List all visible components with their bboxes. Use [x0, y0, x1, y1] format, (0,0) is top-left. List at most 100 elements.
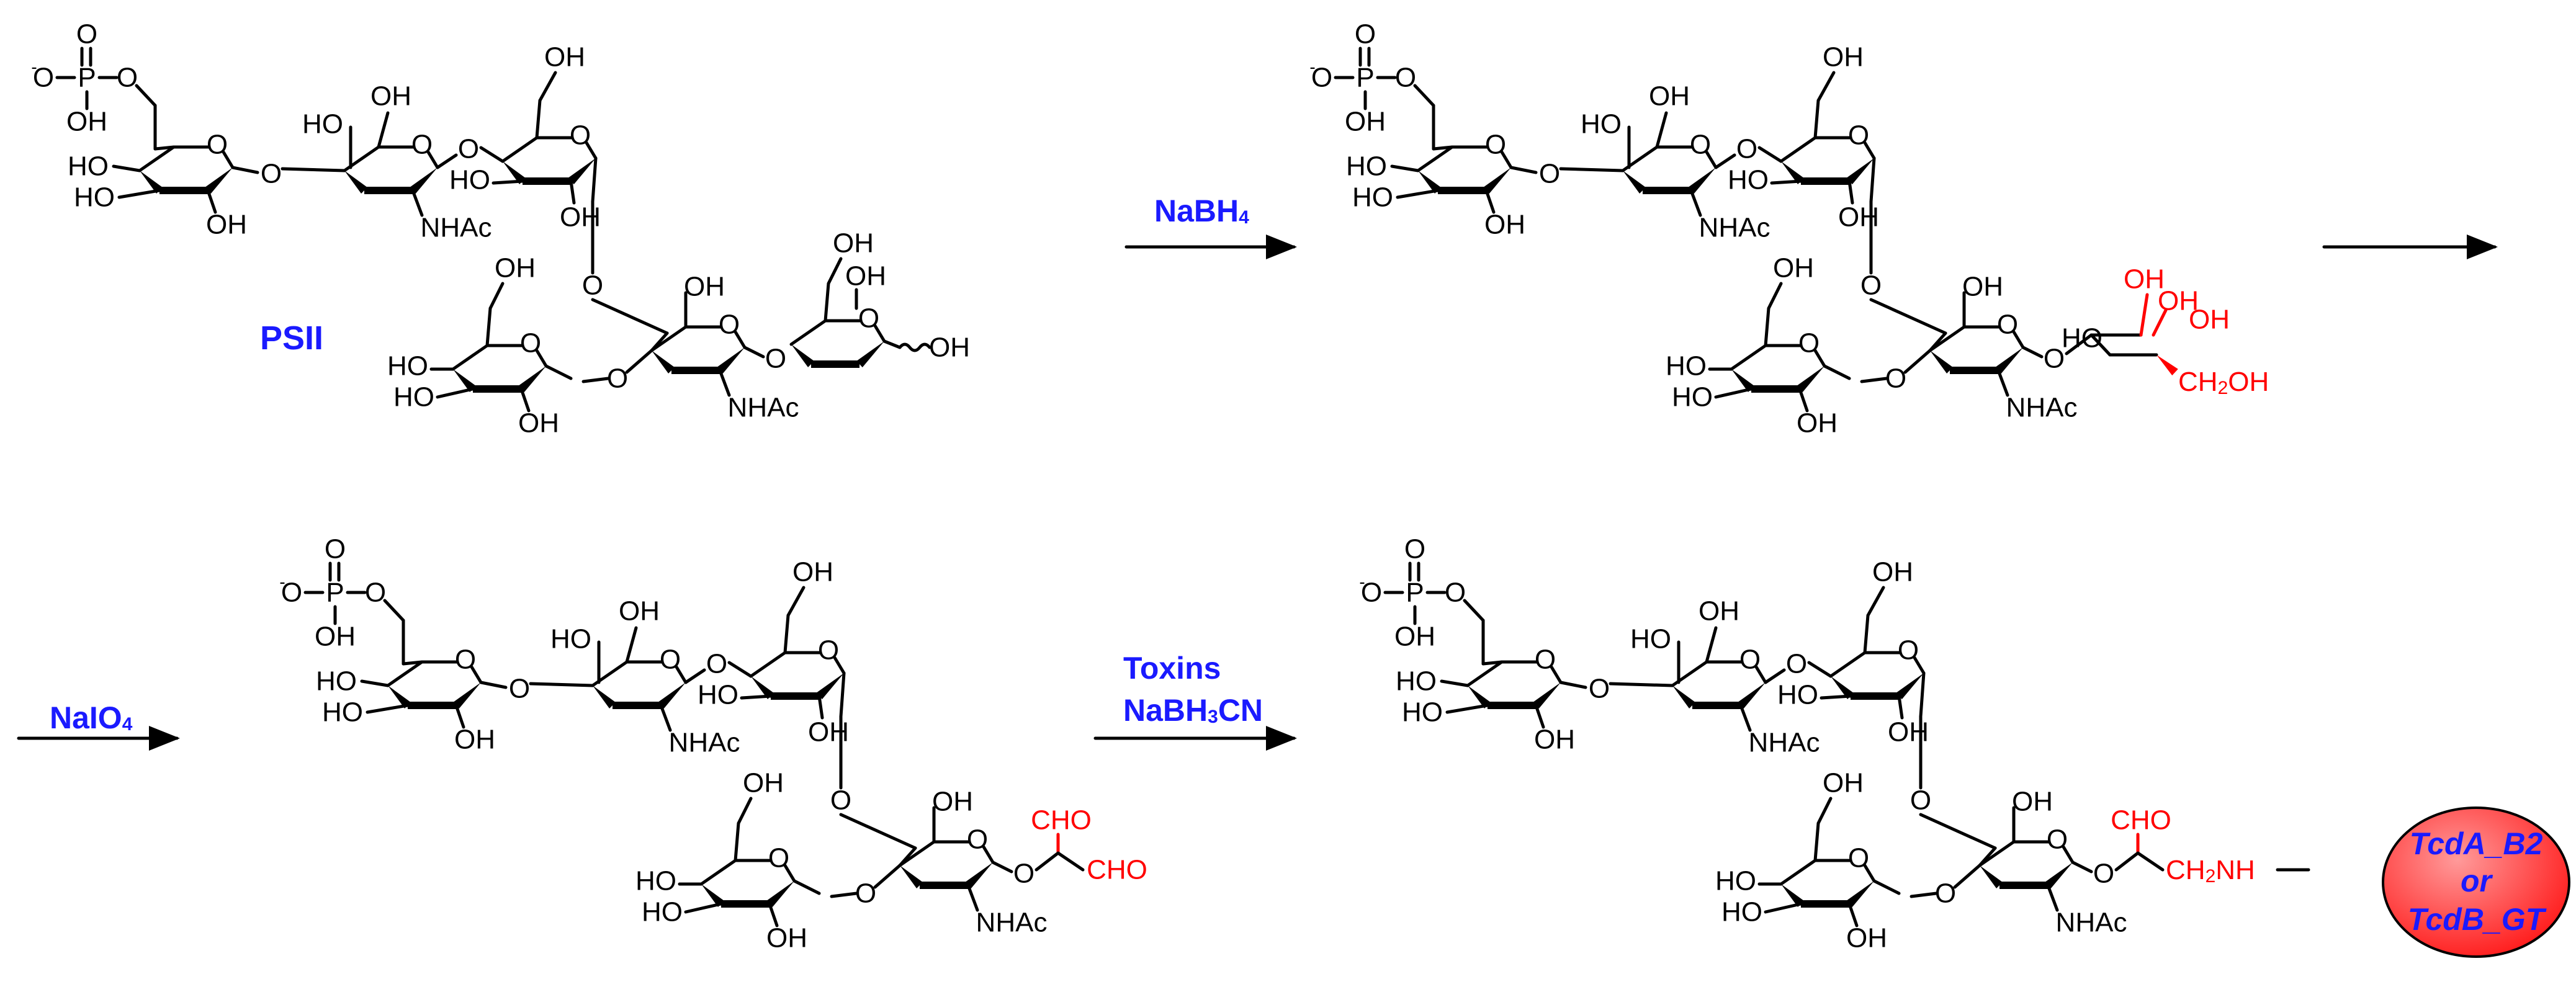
wedge-bond [652, 351, 675, 373]
bond-line [1440, 679, 1470, 687]
bond-line [898, 846, 917, 867]
atom-label: - [279, 573, 285, 592]
bond-line [1767, 282, 1783, 310]
bond-line [1798, 387, 1809, 413]
bond-line [684, 902, 723, 914]
wedge-bond [503, 161, 526, 184]
front-bond [721, 900, 770, 908]
toxin-ellipse [2382, 807, 2570, 958]
bond-line [591, 156, 598, 203]
bond-line [535, 99, 542, 140]
front-bond [1643, 187, 1691, 194]
bond-line [2152, 308, 2168, 337]
bond-line [1903, 349, 1932, 374]
atom-label: OH [370, 81, 411, 112]
front-bond [523, 177, 571, 185]
bond-line [734, 330, 747, 349]
ring-oxygen: O [1739, 645, 1761, 675]
bond-line [1730, 344, 1767, 371]
bond-line [479, 146, 505, 163]
wedge-bond [1831, 676, 1854, 699]
bond-line [153, 145, 176, 151]
wedge-bond [1781, 884, 1804, 907]
bond-line [792, 879, 821, 895]
bond-line [535, 349, 548, 368]
bond-line [659, 704, 672, 732]
atom-label: OH [792, 557, 833, 588]
atom-label: O [1445, 578, 1466, 608]
front-bond [1692, 702, 1741, 709]
front-bond [1488, 702, 1536, 709]
bond-line [402, 660, 424, 666]
bond-line [1413, 84, 1435, 107]
wedge-bond [751, 676, 774, 699]
atom-label: P [1406, 578, 1424, 608]
front-bond [159, 187, 208, 194]
atom-label: HO [449, 165, 490, 195]
atom-label: OH [1838, 202, 1879, 233]
bond-line [1829, 651, 1867, 678]
atom-label: OH [1872, 557, 1913, 588]
atom-label: OH [1888, 717, 1929, 748]
wedge-bond [2045, 862, 2073, 889]
atom-label: P [78, 63, 96, 93]
atom-label: O [765, 344, 786, 374]
wedge-bond [593, 686, 616, 708]
atom-label: OH [1846, 923, 1887, 954]
front-bond [920, 882, 968, 889]
atom-label: O [76, 19, 97, 50]
front-bond [1851, 692, 1899, 700]
front-bond [1950, 367, 1998, 374]
bond-line [1559, 167, 1625, 172]
bond-line [1779, 136, 1817, 163]
compound-name: PSII [260, 319, 323, 357]
bond-line [982, 845, 995, 864]
bond-line [966, 883, 979, 912]
bond-line [789, 319, 827, 346]
atom-label: OH [315, 622, 356, 652]
atom-label: O [706, 649, 727, 679]
bond-line [1509, 166, 1538, 174]
atom-label: HO [68, 151, 109, 182]
bond-line [1897, 694, 1904, 720]
bond-line [1056, 851, 1085, 872]
bond-line [1816, 797, 1833, 825]
toxin-label-3: TcdB_GT [2408, 902, 2547, 937]
bond-line [383, 599, 405, 622]
bond-line [538, 71, 557, 102]
atom-label: OH [1394, 622, 1435, 652]
bond-line [1847, 902, 1859, 927]
wedge-bond [1468, 686, 1491, 708]
bond-line [2089, 333, 2112, 357]
bond-line [625, 626, 638, 664]
wedge-bond [856, 341, 884, 368]
bond-line [740, 694, 773, 700]
bond-line [519, 387, 531, 413]
bond-line [206, 189, 217, 214]
bond-line [699, 859, 737, 886]
bond-line [2136, 851, 2165, 872]
bond-line [768, 902, 779, 927]
bond-line [1863, 614, 1870, 655]
bond-line [1919, 671, 1926, 718]
atom-label: CHO [1087, 855, 1147, 885]
bond-line [451, 344, 489, 371]
bond-line [1813, 821, 1820, 862]
atom-label: OH [932, 787, 973, 817]
atom-label: P [1356, 63, 1374, 93]
bond-line [2012, 330, 2025, 349]
ring-oxygen: O [570, 120, 591, 151]
wedge-bond [717, 347, 745, 374]
ring-oxygen: O [818, 635, 839, 666]
front-bond [671, 367, 720, 374]
wedge-bond [1980, 865, 2003, 888]
bond-line [873, 864, 902, 889]
atom-label: OH [743, 768, 784, 798]
atom-label: O [1311, 63, 1332, 93]
wedge-bond [1688, 168, 1716, 194]
bond-line [1550, 665, 1563, 684]
bond-line [882, 339, 902, 349]
